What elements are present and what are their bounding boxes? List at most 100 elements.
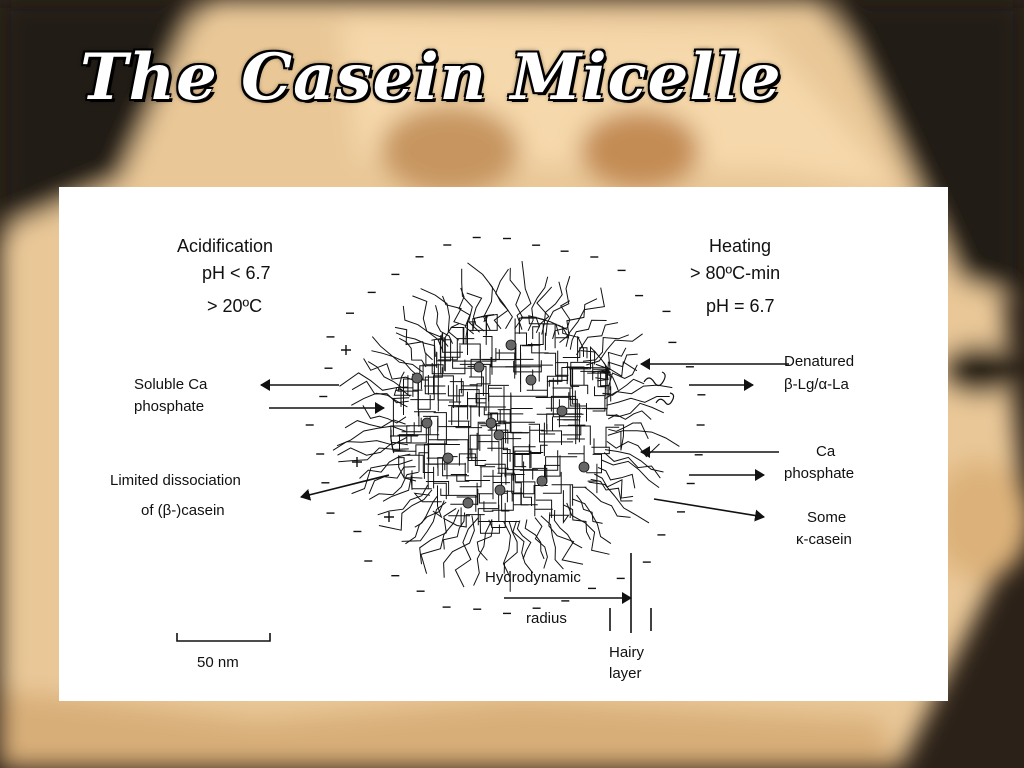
limited-dissociation-label-1: Limited dissociation xyxy=(110,472,241,489)
casein-chain xyxy=(549,490,570,524)
kappa-casein-hair xyxy=(599,364,638,387)
kappa-casein-hair xyxy=(534,517,548,569)
kappa-casein-hair xyxy=(382,476,423,502)
casein-chain xyxy=(432,485,443,519)
kappa-casein-hair xyxy=(597,361,638,382)
casein-chain xyxy=(475,393,490,414)
casein-chain xyxy=(552,366,573,389)
casein-chain xyxy=(439,340,461,358)
casein-chain xyxy=(443,514,485,528)
kappa-casein-hair xyxy=(606,396,670,406)
kappa-casein-hair xyxy=(398,337,427,368)
casein-chain xyxy=(528,423,574,443)
casein-chain xyxy=(397,371,418,392)
casein-chain xyxy=(552,377,581,418)
kappa-casein-hair xyxy=(586,333,643,366)
kappa-casein-hair xyxy=(541,281,563,335)
kappa-casein-hair xyxy=(608,422,649,440)
casein-chain xyxy=(492,469,502,500)
casein-chain xyxy=(537,392,570,408)
casein-chain xyxy=(469,434,491,457)
kappa-casein-hair xyxy=(466,292,485,332)
casein-chain xyxy=(495,352,516,379)
kappa-casein-hair xyxy=(535,286,553,334)
casein-chain xyxy=(512,444,530,468)
kappa-casein-hair xyxy=(516,261,532,330)
hydrodynamic-label: Hydrodynamic xyxy=(485,569,581,586)
acidification-ph: pH < 6.7 xyxy=(202,263,271,283)
casein-chain xyxy=(497,467,509,485)
kappa-casein-hair xyxy=(362,405,407,424)
casein-chain xyxy=(464,462,491,481)
casein-chain xyxy=(448,507,470,527)
casein-chain xyxy=(398,422,415,443)
casein-chain xyxy=(410,371,435,401)
casein-chain xyxy=(467,321,476,355)
kappa-casein-hair xyxy=(344,419,406,429)
casein-chain xyxy=(514,332,534,347)
kappa-casein-hair xyxy=(552,300,571,340)
casein-chain xyxy=(410,470,432,490)
casein-chain xyxy=(468,421,486,450)
kappa-casein-hair xyxy=(576,494,603,524)
casein-chain xyxy=(551,484,587,506)
casein-chain xyxy=(511,485,548,502)
kappa-casein-hair xyxy=(395,332,436,357)
casein-chain xyxy=(459,466,496,488)
positive-charge-sign xyxy=(384,512,394,522)
kappa-casein-hair xyxy=(443,515,475,578)
kappa-casein-hair xyxy=(489,283,509,330)
casein-chain xyxy=(452,348,497,362)
casein-chain xyxy=(405,454,434,473)
kappa-casein-hair xyxy=(540,515,564,570)
calcium-phosphate-nanocluster xyxy=(442,452,454,464)
casein-chain xyxy=(425,352,444,374)
scale-bar-label: 50 nm xyxy=(197,654,239,671)
casein-chain xyxy=(438,406,467,428)
casein-chain xyxy=(512,432,530,481)
soluble-ca-label-1: Soluble Ca xyxy=(134,376,208,393)
some-casein-label-1: Some xyxy=(807,509,847,526)
casein-chain xyxy=(438,338,475,361)
casein-chain xyxy=(478,504,520,522)
casein-chain xyxy=(440,488,477,512)
casein-chain xyxy=(586,453,602,474)
casein-chain xyxy=(511,474,525,494)
kappa-casein-hair xyxy=(351,380,409,404)
kappa-casein-hair xyxy=(604,449,664,473)
casein-chain xyxy=(476,493,497,504)
casein-chain xyxy=(424,385,454,401)
casein-chain xyxy=(479,514,500,534)
casein-chain xyxy=(484,463,506,478)
kappa-casein-hair xyxy=(461,268,480,333)
kappa-casein-hair xyxy=(442,512,466,550)
casein-chain xyxy=(545,456,578,477)
calcium-phosphate-nanocluster xyxy=(485,417,497,429)
casein-chain xyxy=(528,315,549,325)
some-casein-label-2: κ-casein xyxy=(796,531,852,548)
casein-chain xyxy=(550,395,577,415)
casein-chain xyxy=(498,490,508,509)
calcium-phosphate-nanocluster xyxy=(421,417,433,429)
kappa-casein-hair xyxy=(563,504,591,541)
casein-chain xyxy=(391,445,417,452)
kappa-casein-hair xyxy=(565,287,605,347)
kappa-casein-hair xyxy=(594,473,634,499)
casein-chain xyxy=(514,450,532,469)
kappa-casein-hair xyxy=(454,517,479,588)
calcium-phosphate-nanocluster xyxy=(462,497,474,509)
kappa-casein-hair xyxy=(516,520,532,560)
scale-bar xyxy=(176,633,271,642)
casein-chain xyxy=(450,488,479,505)
kappa-casein-hair xyxy=(458,287,475,335)
casein-chain xyxy=(591,438,610,455)
casein-chain xyxy=(557,419,585,440)
casein-chain xyxy=(466,432,478,465)
casein-chain xyxy=(513,446,536,493)
casein-chain xyxy=(520,344,541,385)
kappa-casein-hair xyxy=(412,295,449,347)
kappa-casein-hair xyxy=(601,459,660,489)
heating-temp: > 80ºC-min xyxy=(690,263,781,283)
casein-chain xyxy=(478,398,506,417)
casein-chain xyxy=(520,316,541,339)
